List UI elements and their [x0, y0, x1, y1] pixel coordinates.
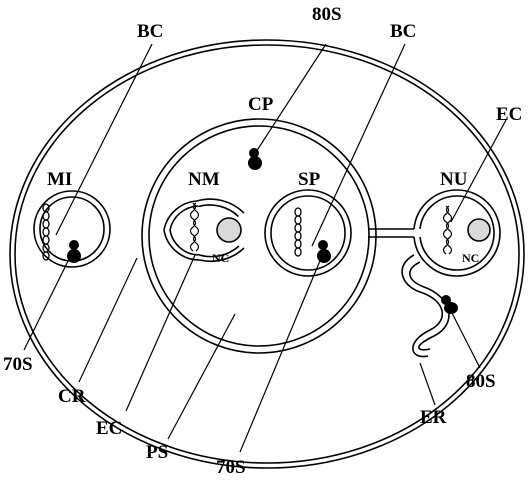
label-nc-right: NC: [462, 251, 479, 265]
endoplasmic-reticulum: [401, 254, 450, 358]
ribosome-icon: [67, 240, 81, 263]
label-ec-right: EC: [496, 104, 522, 125]
stroma-plastid: [264, 189, 352, 277]
ribosome-icon: [248, 148, 262, 170]
label-80s-top: 80S: [312, 4, 342, 25]
label-bc-right: BC: [390, 21, 416, 42]
mitochondrion: [33, 190, 111, 268]
label-bc-left: BC: [137, 21, 163, 42]
outer-cell-membrane: [9, 39, 525, 469]
dna-chain-icon: [42, 203, 50, 261]
label-nu: NU: [440, 169, 468, 190]
dna-chain-icon: [189, 202, 200, 252]
label-80s-right: 80S: [466, 371, 496, 392]
label-nc-left: NC: [212, 251, 229, 265]
label-70s-bottom: 70S: [216, 457, 246, 478]
leader-lines: [23, 43, 507, 453]
label-cr: CR: [58, 386, 86, 407]
dna-chain-icon: [442, 205, 453, 255]
nucleolus-icon: [216, 217, 242, 243]
ribosome-icon: [441, 295, 458, 314]
label-ps: PS: [146, 442, 168, 463]
label-cp: CP: [248, 94, 274, 115]
label-70s-left: 70S: [3, 354, 33, 375]
ps-nu-connector: [368, 228, 414, 238]
label-er: ER: [420, 407, 447, 428]
label-sp: SP: [298, 169, 321, 190]
plastid-envelope: [141, 118, 377, 354]
nucleus: [413, 189, 501, 277]
label-ec-bottom: EC: [96, 418, 122, 439]
nucleomorph: [163, 198, 245, 263]
ribosome-icon: [317, 240, 331, 263]
dna-chain-icon: [294, 207, 302, 257]
nucleolus-icon: [467, 218, 491, 242]
label-nm: NM: [188, 169, 220, 190]
label-mi: MI: [47, 169, 72, 190]
